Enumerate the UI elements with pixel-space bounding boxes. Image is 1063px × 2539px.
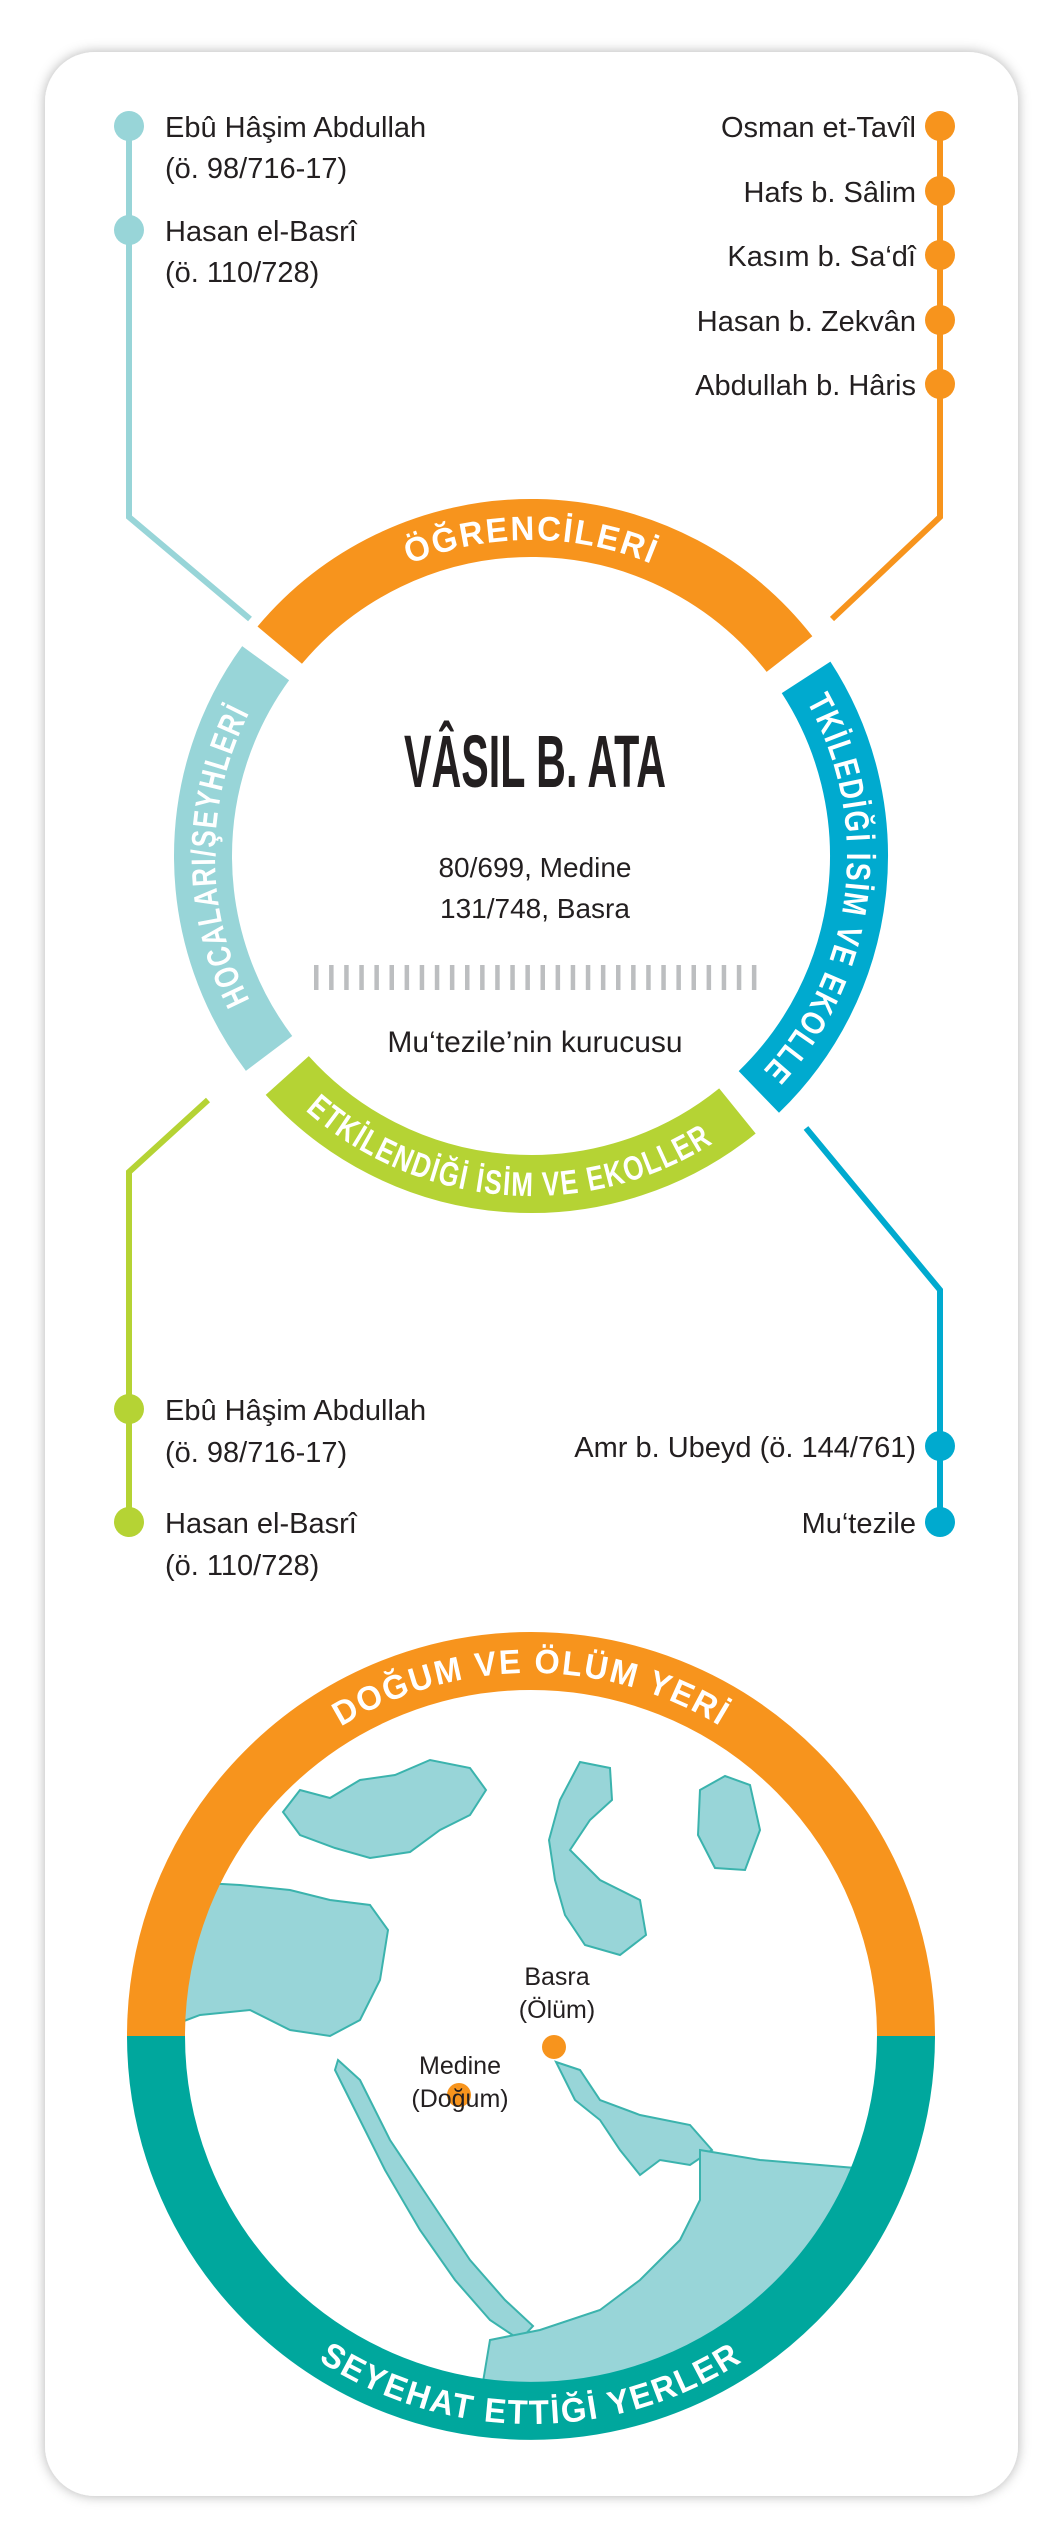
timeline-dot bbox=[114, 215, 144, 245]
timeline-dot bbox=[925, 111, 955, 141]
influenced-by-list: Ebû Hâşim Abdullah (ö. 98/716-17) Hasan … bbox=[114, 1394, 426, 1582]
divider-tick bbox=[480, 965, 485, 990]
mediterranean-sea bbox=[184, 1878, 390, 2043]
timeline-dot bbox=[925, 1431, 955, 1461]
divider-tick bbox=[661, 965, 666, 990]
influenced-segment bbox=[738, 661, 888, 1113]
timeline-dot bbox=[114, 1507, 144, 1537]
divider-tick bbox=[314, 965, 319, 990]
place-role: (Doğum) bbox=[411, 2085, 508, 2113]
student-name: Kasım b. Sa‘dî bbox=[727, 241, 917, 273]
death-info: 131/748, Basra bbox=[440, 893, 630, 924]
students-list: Osman et-Tavîl Hafs b. Sâlim Kasım b. Sa… bbox=[695, 111, 955, 402]
teachers-list: Ebû Hâşim Abdullah (ö. 98/716-17) Hasan … bbox=[114, 111, 426, 289]
divider-tick bbox=[751, 965, 757, 990]
place-name: Basra bbox=[524, 1963, 589, 1991]
influenced-name: Amr b. Ubeyd (ö. 144/761) bbox=[574, 1432, 916, 1464]
divider-tick bbox=[510, 965, 515, 990]
divider-tick bbox=[555, 965, 561, 990]
place-role: (Ölüm) bbox=[519, 1996, 595, 2024]
divider bbox=[314, 965, 757, 990]
teachers-connector bbox=[126, 126, 252, 622]
divider-tick bbox=[600, 965, 606, 990]
divider-tick bbox=[419, 965, 425, 990]
divider-tick bbox=[676, 965, 681, 990]
divider-tick bbox=[616, 965, 621, 990]
place-name: Medine bbox=[419, 2052, 501, 2080]
divider-tick bbox=[721, 965, 727, 990]
divider-tick bbox=[374, 965, 379, 990]
timeline-dot bbox=[114, 111, 144, 141]
divider-tick bbox=[465, 965, 470, 990]
influence-name: Hasan el-Basrî bbox=[165, 1508, 358, 1540]
influence-note: (ö. 110/728) bbox=[165, 1550, 319, 1582]
description: Mu‘tezile’nin kurucusu bbox=[387, 1026, 682, 1059]
birth-death-segment bbox=[127, 1632, 935, 2040]
timeline-dot bbox=[114, 1394, 144, 1424]
persian-gulf bbox=[554, 2060, 714, 2177]
student-name: Hafs b. Sâlim bbox=[744, 177, 916, 209]
influence-name: Ebû Hâşim Abdullah bbox=[165, 1395, 426, 1427]
medine-marker bbox=[447, 2083, 471, 2107]
divider-tick bbox=[540, 965, 545, 990]
divider-tick bbox=[329, 965, 334, 990]
influenced-by-segment bbox=[265, 1055, 756, 1213]
teacher-note: (ö. 98/716-17) bbox=[165, 153, 347, 185]
basra-marker bbox=[542, 2035, 566, 2059]
divider-tick bbox=[389, 965, 394, 990]
black-sea bbox=[281, 1758, 488, 1860]
teachers-segment bbox=[174, 646, 293, 1071]
divider-tick bbox=[495, 965, 500, 990]
caspian-sea bbox=[547, 1760, 648, 1957]
divider-tick bbox=[404, 965, 410, 990]
divider-tick bbox=[525, 965, 530, 990]
divider-tick bbox=[585, 965, 591, 990]
student-name: Abdullah b. Hâris bbox=[695, 370, 916, 402]
influenced-list: Amr b. Ubeyd (ö. 144/761) Mu‘tezile bbox=[574, 1431, 955, 1540]
divider-tick bbox=[570, 965, 576, 990]
influenced-name: Mu‘tezile bbox=[802, 1508, 916, 1540]
teacher-name: Hasan el-Basrî bbox=[165, 216, 358, 248]
students-segment bbox=[257, 499, 813, 672]
birth-info: 80/699, Medine bbox=[438, 852, 631, 883]
page-title: VÂSIL B. ATA bbox=[404, 720, 666, 803]
influence-note: (ö. 98/716-17) bbox=[165, 1437, 347, 1469]
aral-sea bbox=[696, 1774, 762, 1872]
timeline-dot bbox=[925, 176, 955, 206]
divider-tick bbox=[631, 965, 636, 990]
teacher-name: Ebû Hâşim Abdullah bbox=[165, 112, 426, 144]
divider-tick bbox=[691, 965, 696, 990]
teacher-note: (ö. 110/728) bbox=[165, 257, 319, 289]
divider-tick bbox=[736, 965, 742, 990]
divider-tick bbox=[434, 965, 440, 990]
student-name: Hasan b. Zekvân bbox=[697, 306, 916, 338]
timeline-dot bbox=[925, 240, 955, 270]
divider-tick bbox=[359, 965, 364, 990]
divider-tick bbox=[449, 965, 455, 990]
divider-tick bbox=[344, 965, 349, 990]
timeline-dot bbox=[925, 1507, 955, 1537]
student-name: Osman et-Tavîl bbox=[721, 112, 916, 144]
divider-tick bbox=[646, 965, 651, 990]
timeline-dot bbox=[925, 369, 955, 399]
divider-tick bbox=[706, 965, 712, 990]
travel-segment bbox=[127, 2035, 935, 2440]
timeline-dot bbox=[925, 305, 955, 335]
